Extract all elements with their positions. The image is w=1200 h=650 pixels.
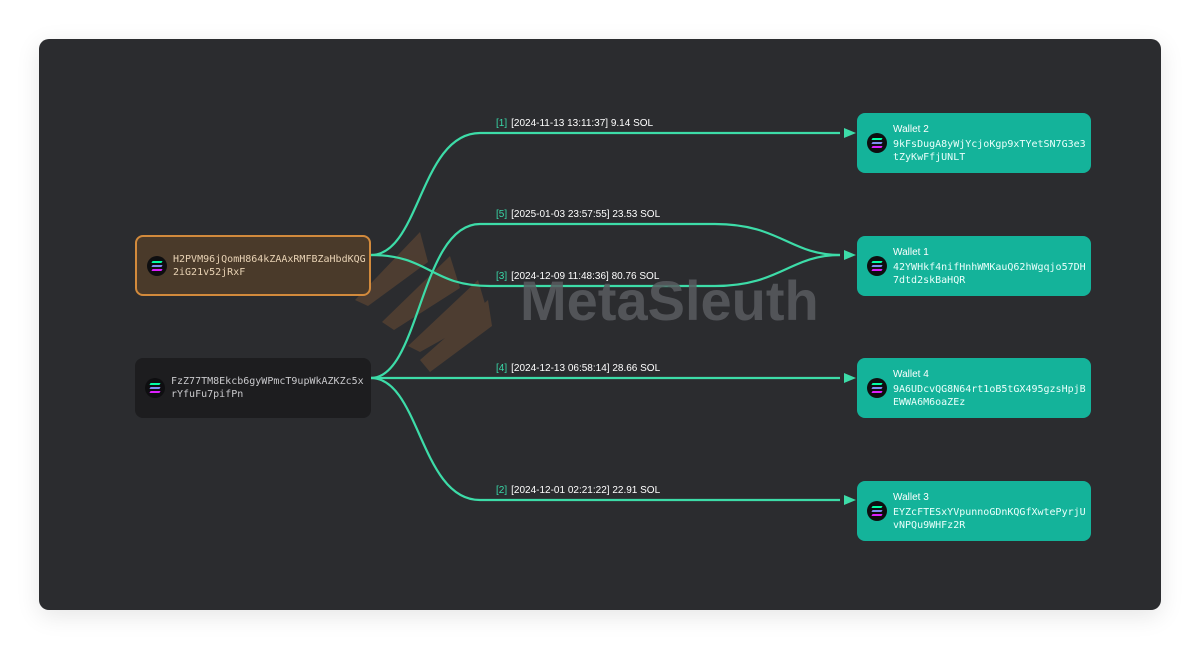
solana-icon (867, 501, 887, 521)
metasleuth-logo-icon (355, 232, 492, 372)
node-address: FzZ77TM8Ekcb6gyWPmcT9upWkAZKZc5xrYfuFu7p… (171, 376, 364, 400)
wallet-node-4[interactable]: Wallet 4 9A6UDcvQG8N64rt1oB5tGX495gzsHpj… (857, 358, 1091, 418)
source-node-fzz77[interactable]: FzZ77TM8Ekcb6gyWPmcT9upWkAZKZc5xrYfuFu7p… (135, 358, 371, 418)
solana-icon (147, 255, 167, 276)
arrow-head (844, 250, 856, 260)
wallet-address: EYZcFTESxYVpunnoGDnKQGfXwtePyrjUvNPQu9WH… (893, 506, 1086, 531)
wallet-address: 9A6UDcvQG8N64rt1oB5tGX495gzsHpjBEWWA6M6o… (893, 383, 1086, 408)
transfer-details: [2025-01-03 23:57:55] 23.53 SOL (511, 209, 661, 220)
arrow-head (844, 495, 856, 505)
solana-icon (867, 133, 887, 153)
transfer-details: [2024-12-13 06:58:14] 28.66 SOL (511, 363, 661, 374)
arrow-head (844, 373, 856, 383)
edge-label-transfer-2[interactable]: [2][2024-12-01 02:21:22] 22.91 SOL (496, 485, 660, 497)
transfer-index: [5] (496, 209, 508, 220)
wallet-title: Wallet 1 (893, 246, 929, 258)
edge-transfer-3 (370, 253, 841, 288)
transfer-details: [2024-11-13 13:11:37] 9.14 SOL (511, 118, 654, 129)
edge-transfer-2 (370, 376, 840, 502)
solana-icon (867, 256, 887, 276)
node-address: H2PVM96jQomH864kZAAxRMFBZaHbdKQG2iG21v52… (173, 253, 366, 278)
wallet-address: 9kFsDugA8yWjYcjoKgp9xTYetSN7G3e3tZyKwFfj… (893, 138, 1086, 163)
transfer-details: [2024-12-09 11:48:36] 80.76 SOL (511, 271, 660, 282)
wallet-title: Wallet 4 (893, 368, 929, 380)
wallet-node-1[interactable]: Wallet 1 42YWHkf4nifHnhWMKauQ62hWgqjo57D… (857, 236, 1091, 296)
source-node-h2pvm[interactable]: H2PVM96jQomH864kZAAxRMFBZaHbdKQG2iG21v52… (135, 235, 371, 296)
solana-icon (145, 378, 165, 398)
wallet-title: Wallet 2 (893, 123, 929, 135)
wallet-node-3[interactable]: Wallet 3 EYZcFTESxYVpunnoGDnKQGfXwtePyrj… (857, 481, 1091, 541)
transfer-index: [4] (496, 363, 508, 374)
transfer-details: [2024-12-01 02:21:22] 22.91 SOL (511, 485, 661, 496)
edge-label-transfer-3[interactable]: [3][2024-12-09 11:48:36] 80.76 SOL (496, 271, 659, 283)
edge-label-transfer-5[interactable]: [5][2025-01-03 23:57:55] 23.53 SOL (496, 209, 660, 221)
solana-icon (867, 378, 887, 398)
watermark: MetaSleuth (520, 269, 819, 332)
wallet-address: 42YWHkf4nifHnhWMKauQ62hWgqjo57DH7dtd2skB… (893, 261, 1086, 286)
edge-label-transfer-1[interactable]: [1][2024-11-13 13:11:37] 9.14 SOL (496, 118, 653, 130)
arrow-head (844, 128, 856, 138)
wallet-title: Wallet 3 (893, 491, 929, 503)
transfer-index: [3] (496, 271, 508, 282)
transfer-index: [2] (496, 485, 508, 496)
edge-transfer-5 (370, 222, 841, 380)
edge-label-transfer-4[interactable]: [4][2024-12-13 06:58:14] 28.66 SOL (496, 363, 660, 375)
edge-transfer-1 (370, 131, 840, 257)
transfer-index: [1] (496, 118, 508, 129)
wallet-node-2[interactable]: Wallet 2 9kFsDugA8yWjYcjoKgp9xTYetSN7G3e… (857, 113, 1091, 173)
